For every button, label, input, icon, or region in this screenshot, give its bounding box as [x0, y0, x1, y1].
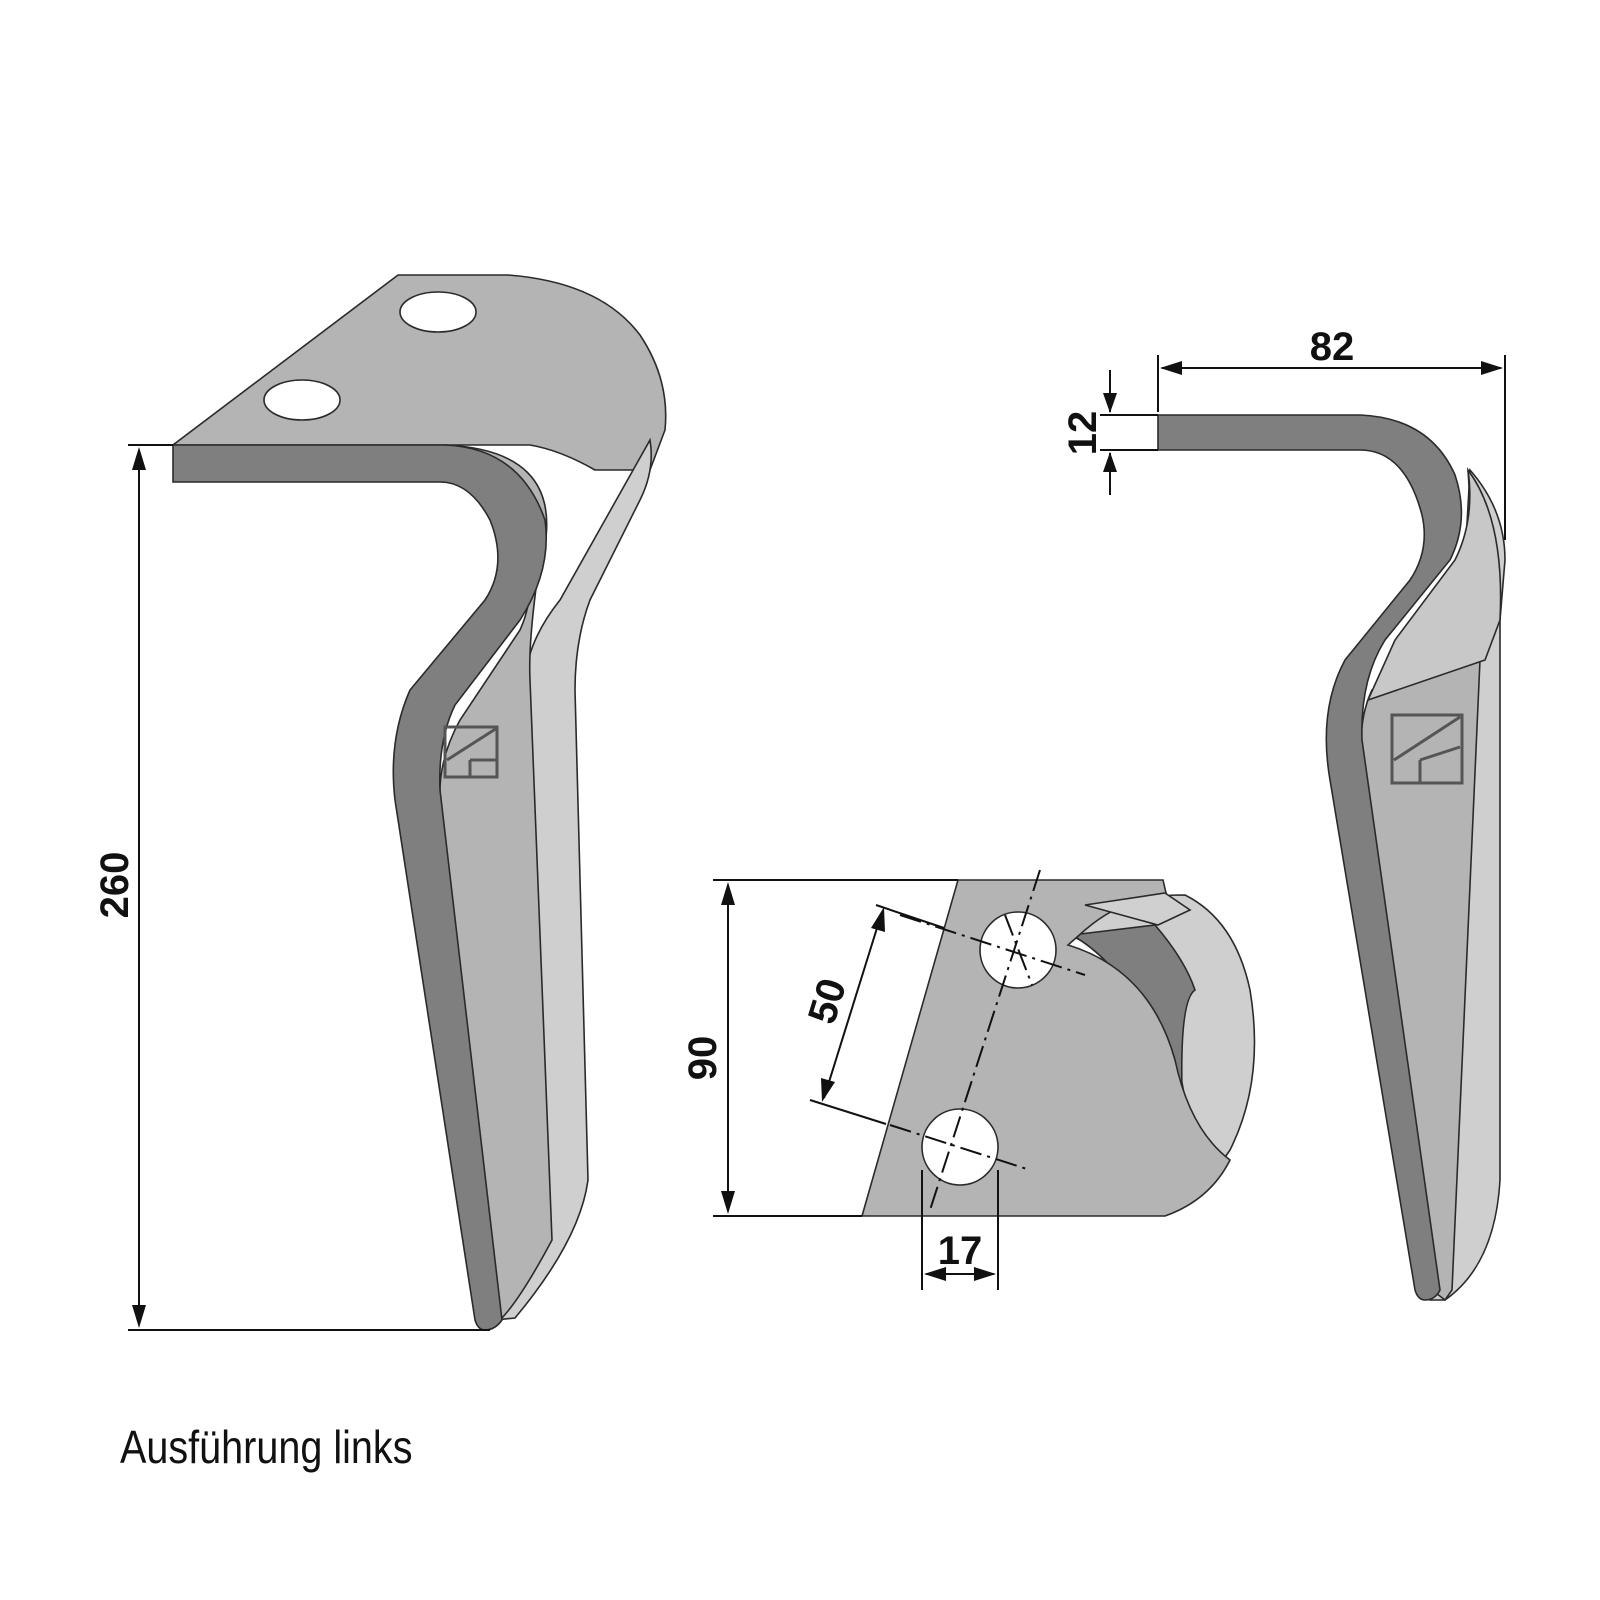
- dimension-hole-spacing-label: 50: [800, 973, 855, 1028]
- dimension-thickness-label: 12: [1061, 411, 1105, 456]
- side-edge: [1157, 414, 1463, 1301]
- tine-front-view: 260: [93, 274, 667, 1331]
- mounting-hole-upper: [399, 291, 477, 333]
- dimension-flange-height-label: 90: [681, 1036, 725, 1081]
- mounting-plate: [170, 274, 667, 471]
- mounting-hole-lower: [263, 379, 341, 421]
- dimension-height-label: 260: [93, 852, 137, 919]
- caption: Ausführung links: [120, 1421, 413, 1473]
- side-upper-facet: [1366, 469, 1502, 702]
- dimension-thickness: 12: [1061, 370, 1158, 495]
- dimension-height: 260: [93, 444, 490, 1331]
- dimension-hole-diameter: 17: [921, 1170, 999, 1290]
- flange-top-strip: [1084, 892, 1192, 926]
- dimension-width: 82: [1157, 325, 1506, 540]
- square-logo-icon: [1390, 713, 1464, 785]
- flange-hole-lower: [921, 1108, 999, 1186]
- dimension-width-label: 82: [1310, 325, 1355, 369]
- dimension-flange-height: 90: [681, 879, 958, 1217]
- flange-view: 90 50 17: [681, 869, 1256, 1290]
- square-logo-icon: [443, 725, 499, 779]
- dimension-hole-diameter-label: 17: [938, 1229, 983, 1273]
- tine-side-view: 82 12: [1061, 325, 1506, 1302]
